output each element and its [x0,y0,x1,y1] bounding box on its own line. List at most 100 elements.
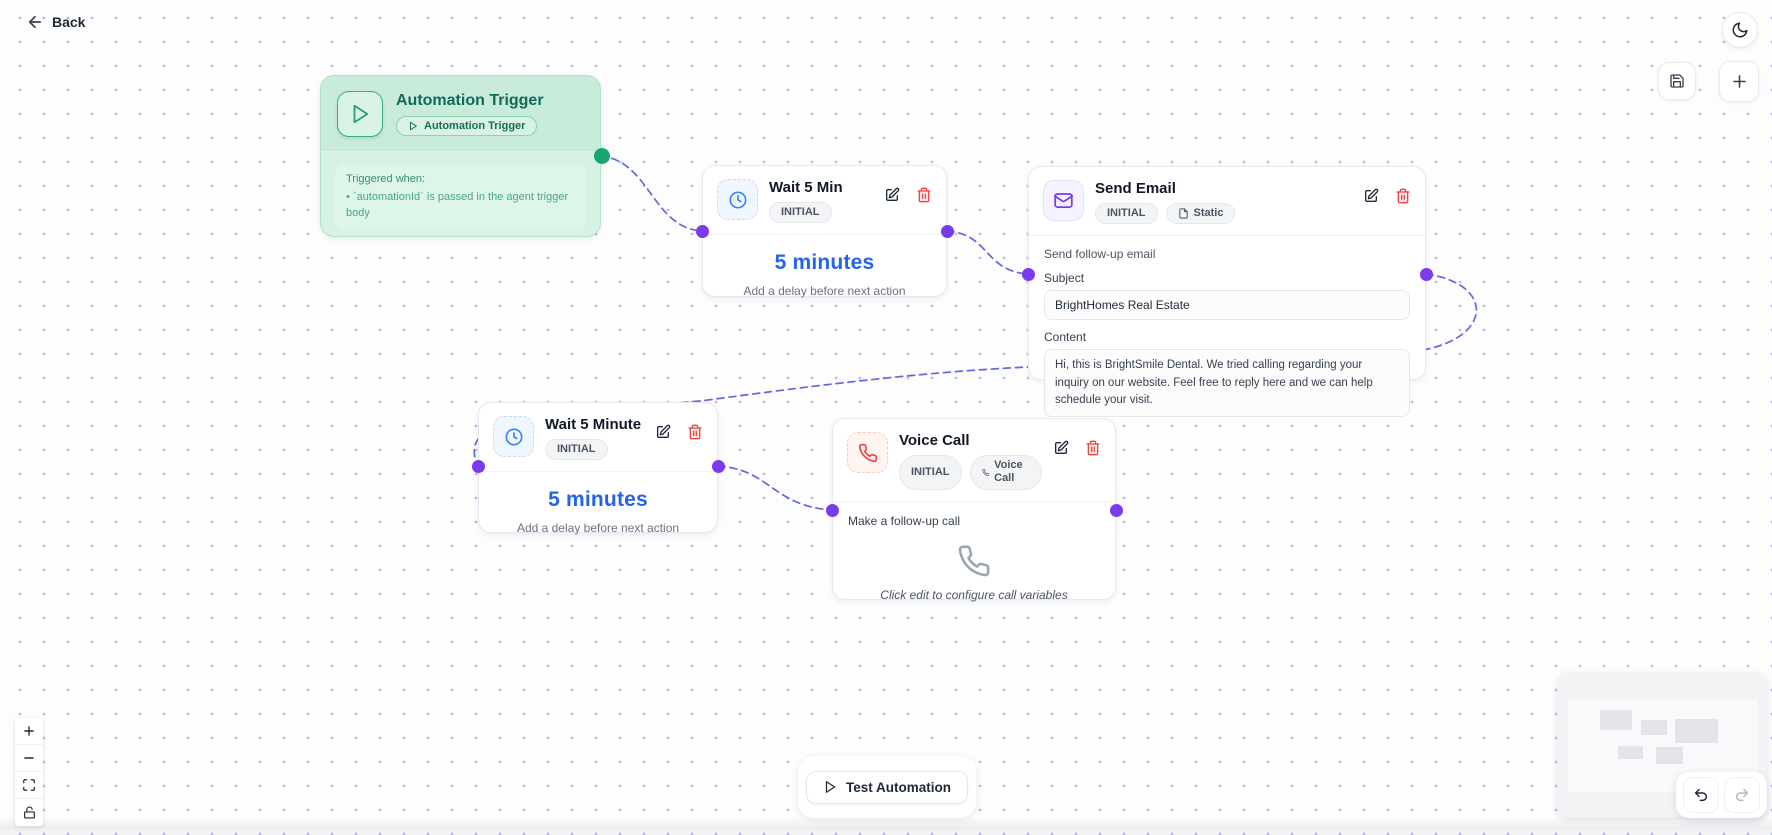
wait-b-status-badge: INITIAL [545,439,608,461]
wait-a-status-badge: INITIAL [769,202,832,224]
clock-icon [717,179,758,220]
canvas-controls [15,718,43,826]
trigger-badge-label: Automation Trigger [424,120,526,132]
phone-icon [847,432,888,473]
mail-icon [1043,180,1084,221]
trash-icon [688,424,702,440]
test-automation-button[interactable]: Test Automation [806,770,968,804]
voice-target-handle[interactable] [826,504,839,517]
node-automation-trigger[interactable]: Automation Trigger Automation Trigger Tr… [320,75,601,237]
play-icon [337,91,383,137]
minimap-node [1675,719,1718,743]
email-description: Send follow-up email [1044,247,1156,262]
dark-mode-toggle[interactable] [1722,12,1758,48]
edit-icon [657,424,671,438]
lock-icon [23,806,35,819]
redo-button[interactable] [1724,777,1760,813]
voice-description: Make a follow-up call [848,513,961,528]
redo-icon [1735,788,1749,802]
fit-view-icon [23,779,35,791]
voice-title: Voice Call [899,432,970,449]
trigger-condition-box: Triggered when: • `automationId` is pass… [335,164,586,231]
minus-icon [24,757,34,759]
edit-button[interactable] [655,424,671,440]
wait-a-description: Add a delay before next action [743,284,906,299]
email-type-label: Static [1193,207,1224,220]
email-subject-input[interactable] [1044,290,1410,321]
wait-b-source-handle[interactable] [712,460,725,473]
email-status-badge: INITIAL [1095,203,1158,225]
delete-button[interactable] [1395,188,1411,204]
email-content-label: Content [1044,330,1087,345]
phone-icon [848,544,1100,578]
undo-button[interactable] [1683,777,1719,813]
email-title: Send Email [1095,180,1176,197]
delete-button[interactable] [687,424,703,440]
wait-a-source-handle[interactable] [941,225,954,238]
file-icon [1178,208,1188,219]
voice-status-badge: INITIAL [899,455,962,490]
edit-icon [1055,440,1069,454]
back-label: Back [52,14,86,30]
wait-b-title: Wait 5 Minute [545,416,642,433]
wait-a-target-handle[interactable] [696,225,709,238]
trigger-node-title: Automation Trigger [396,92,544,109]
edit-icon [886,187,900,201]
edge-wait-a-to-email [946,230,1029,275]
wait-b-duration: 5 minutes [548,488,648,512]
wait-a-title: Wait 5 Min [769,179,843,196]
minimap-node [1656,747,1683,764]
edit-button[interactable] [884,187,900,203]
voice-type-label: Voice Call [994,459,1023,485]
wait-b-description: Add a delay before next action [516,521,680,536]
zoom-in-button[interactable] [15,718,43,745]
edit-button[interactable] [1363,188,1379,204]
save-icon [1670,74,1684,88]
trigger-condition-heading: Triggered when: [346,173,426,185]
minimap-node [1618,746,1643,759]
save-button[interactable] [1658,62,1696,100]
voice-source-handle[interactable] [1110,504,1123,517]
plus-icon [1732,75,1746,88]
delete-button[interactable] [1085,440,1101,456]
voice-configure-hint: Click edit to configure call variables [880,587,1068,602]
back-button[interactable]: Back [26,13,85,31]
undo-icon [1694,788,1708,802]
minimap[interactable] [1558,673,1767,817]
wait-b-target-handle[interactable] [472,460,485,473]
node-voice-call[interactable]: Voice Call INITIAL Voice Call Make a fol… [832,418,1116,602]
trigger-type-badge: Automation Trigger [396,116,538,136]
clock-icon [493,416,534,457]
edit-icon [1365,188,1379,202]
trash-icon [1086,440,1100,456]
fit-view-button[interactable] [15,772,43,799]
edge-wait-b-to-voice [717,465,833,511]
edge-trigger-to-wait-a [599,155,703,232]
trigger-condition-bullet: • `automationId` is passed in the agent … [346,191,569,219]
minimap-node [1600,710,1632,730]
test-automation-label: Test Automation [846,779,951,795]
add-node-button[interactable] [1719,61,1759,102]
trash-icon [1396,188,1410,204]
trigger-source-handle[interactable] [594,148,610,164]
lock-button[interactable] [15,799,43,826]
delete-button[interactable] [916,187,932,203]
edit-button[interactable] [1053,440,1069,456]
play-icon [825,781,836,793]
node-wait-5-min[interactable]: Wait 5 Min INITIAL 5 minutes Add a delay… [702,165,947,299]
node-wait-5-minute[interactable]: Wait 5 Minute INITIAL 5 minutes Add a de… [478,402,718,536]
email-content-input[interactable]: Hi, this is BrightSmile Dental. We tried… [1044,349,1410,418]
wait-a-duration: 5 minutes [774,251,875,275]
email-target-handle[interactable] [1022,268,1035,281]
voice-type-badge: Voice Call [969,455,1042,490]
moon-icon [1732,22,1748,38]
email-type-badge: Static [1165,203,1236,225]
zoom-out-button[interactable] [15,745,43,772]
arrow-left-icon [28,15,42,29]
node-send-email[interactable]: Send Email INITIAL Static Send follow-up… [1028,166,1426,418]
email-source-handle[interactable] [1420,268,1433,281]
minimap-node [1641,720,1667,735]
email-subject-label: Subject [1044,271,1085,286]
history-panel [1676,772,1767,818]
